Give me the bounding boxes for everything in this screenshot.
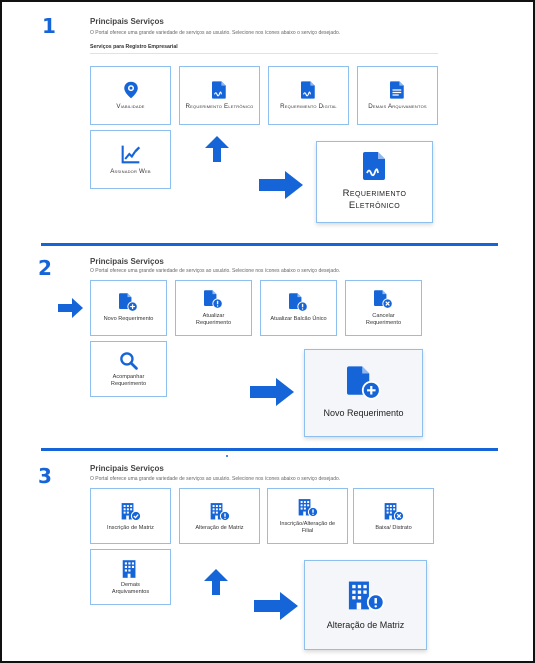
building-alert-icon xyxy=(210,502,230,521)
tile-label: Atualizar Requerimento xyxy=(195,312,232,326)
magnifier-icon xyxy=(120,351,138,370)
arrow-right-icon xyxy=(259,171,303,199)
tile-label: Demais Arquivamentos xyxy=(368,102,427,110)
document-plus-icon xyxy=(346,366,381,400)
chart-pen-icon xyxy=(121,145,140,163)
highlight-tile-novo-requerimento[interactable]: Novo Requerimento xyxy=(304,349,423,437)
building-check-icon xyxy=(121,502,141,521)
document-alert-icon xyxy=(204,289,223,309)
arrow-right-icon xyxy=(254,592,298,620)
signed-document-icon xyxy=(301,81,316,99)
tile-label: Baixa/ Distrato xyxy=(375,524,412,531)
highlight-tile-requerimento-eletronico[interactable]: Requerimento Eletrônico xyxy=(316,141,433,223)
highlight-label: Novo Requerimento xyxy=(323,408,404,419)
tile-label: Acompanhar Requerimento xyxy=(110,373,147,387)
step-number-3: 3 xyxy=(38,464,52,488)
tile-viabilidade[interactable]: Viabilidade xyxy=(90,66,171,125)
tile-label: Assinador Web xyxy=(110,167,151,175)
step-number-2: 2 xyxy=(38,256,52,280)
tile-label: Inscrição/Alteração de Filial xyxy=(279,521,336,534)
tile-cancelar-requerimento[interactable]: Cancelar Requerimento xyxy=(345,280,422,336)
tile-atualizar-balcao-unico[interactable]: Atualizar Balcão Único xyxy=(260,280,337,336)
document-plus-icon xyxy=(119,293,138,312)
tile-demais-arquivamentos[interactable]: Demais Arquivamentos xyxy=(357,66,438,125)
arrow-up-icon xyxy=(204,569,228,595)
tile-inscricao-de-matriz[interactable]: Inscrição de Matriz xyxy=(90,488,171,544)
tile-label: Novo Requerimento xyxy=(103,316,154,322)
section-subtitle-3: O Portal oferece uma grande variedade de… xyxy=(90,476,341,482)
signed-document-icon xyxy=(363,152,387,180)
section-title-2: Principais Serviços xyxy=(90,257,164,266)
tile-atualizar-requerimento[interactable]: Atualizar Requerimento xyxy=(175,280,252,336)
decorative-dot xyxy=(226,455,228,457)
tile-demais-arquivamentos-3[interactable]: Demais Arquivamentos xyxy=(90,549,171,605)
document-x-icon xyxy=(374,289,393,309)
tile-baixa-distrato[interactable]: Baixa/ Distrato xyxy=(353,488,434,544)
section-divider xyxy=(41,448,498,451)
step-number-1: 1 xyxy=(42,14,56,38)
tile-assinador-web[interactable]: Assinador Web xyxy=(90,130,171,189)
building-icon xyxy=(122,558,139,578)
building-alert-icon xyxy=(348,581,385,612)
highlight-label: Requerimento Eletrônico xyxy=(342,187,407,211)
tile-label: Cancelar Requerimento xyxy=(365,312,402,326)
category-divider xyxy=(90,53,438,54)
tile-label: Requerimento Digital xyxy=(280,102,337,110)
signed-document-icon xyxy=(212,81,227,99)
arrow-up-icon xyxy=(205,136,229,162)
tile-label: Atualizar Balcão Único xyxy=(270,316,327,322)
building-x-icon xyxy=(384,502,404,521)
tile-inscricao-alteracao-de-filial[interactable]: Inscrição/Alteração de Filial xyxy=(267,488,348,544)
tile-novo-requerimento[interactable]: Novo Requerimento xyxy=(90,280,167,336)
section-title-3: Principais Serviços xyxy=(90,464,164,473)
tile-requerimento-eletronico[interactable]: Requerimento Eletrônico xyxy=(179,66,260,125)
tile-requerimento-digital[interactable]: Requerimento Digital xyxy=(268,66,349,125)
arrow-right-icon xyxy=(250,378,294,406)
tile-alteracao-de-matriz[interactable]: Alteração de Matriz xyxy=(179,488,260,544)
map-pin-icon xyxy=(123,81,138,98)
document-alert-icon xyxy=(289,293,308,312)
section-subtitle-2: O Portal oferece uma grande variedade de… xyxy=(90,268,341,274)
arrow-right-icon xyxy=(58,298,83,318)
document-lines-icon xyxy=(390,81,405,99)
highlight-tile-alteracao-de-matriz[interactable]: Alteração de Matriz xyxy=(304,560,427,650)
building-alert-icon xyxy=(298,499,318,518)
tile-label: Inscrição de Matriz xyxy=(107,524,154,531)
tile-acompanhar-requerimento[interactable]: Acompanhar Requerimento xyxy=(90,341,167,397)
section-title-1: Principais Serviços xyxy=(90,17,164,26)
tile-label: Requerimento Eletrônico xyxy=(185,102,254,110)
tile-label: Viabilidade xyxy=(116,102,145,110)
section-category-1: Serviços para Registro Empresarial xyxy=(90,44,178,50)
highlight-label: Alteração de Matriz xyxy=(326,620,405,631)
tile-label: Demais Arquivamentos xyxy=(111,582,150,595)
section-divider xyxy=(41,243,498,246)
tile-label: Alteração de Matriz xyxy=(195,524,244,531)
section-subtitle-1: O Portal oferece uma grande variedade de… xyxy=(90,30,341,36)
